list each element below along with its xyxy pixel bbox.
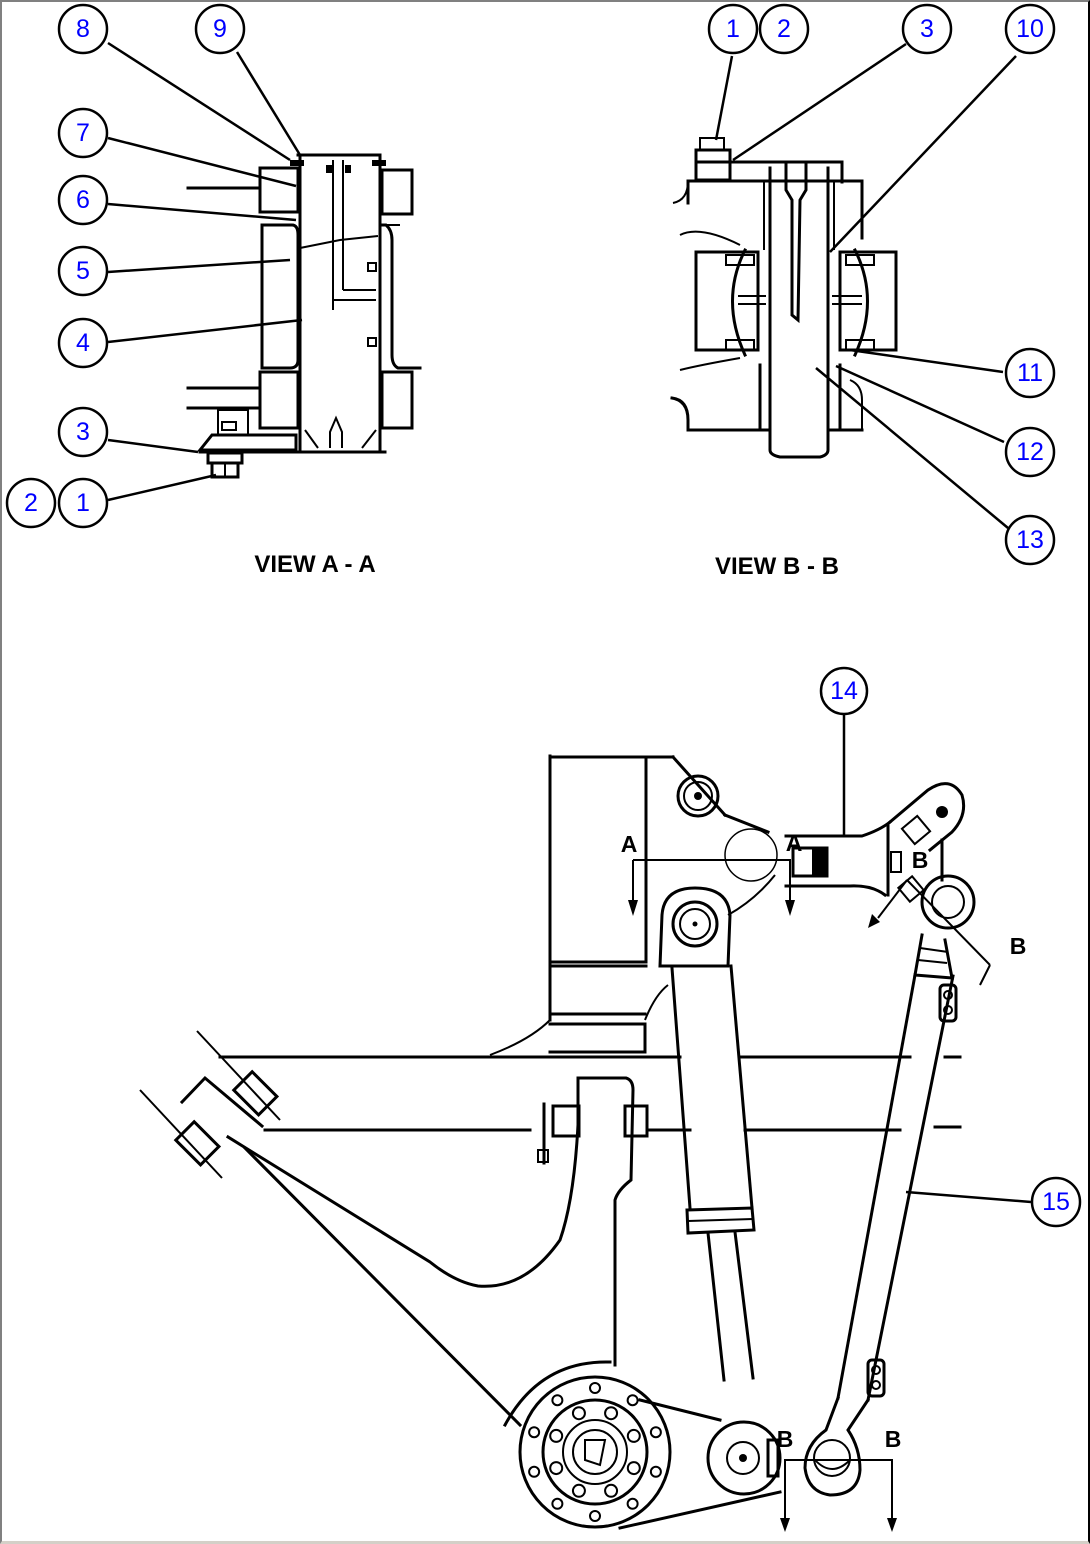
view-a-leaders [107,41,303,502]
callout-m14: 14 [819,666,869,716]
callout-a8: 8 [57,3,109,55]
svg-text:3: 3 [920,15,934,43]
section-b-label-lower-left: B [777,1426,794,1452]
svg-text:8: 8 [76,15,90,43]
svg-text:2: 2 [777,15,791,43]
section-b-label-upper-left: B [912,847,929,873]
strut-lower-eye [803,1396,871,1497]
cylinder-lower-eye [706,1420,782,1496]
hub-bolt [551,1394,564,1407]
view-b-b-section [670,137,898,459]
hub-bolt [626,1497,639,1510]
hub-bolt [549,1461,564,1476]
hub-bolt [589,1510,601,1522]
section-a-label-right: A [786,830,803,856]
hub-bolt [571,1406,586,1421]
section-b-label-lower-right: B [885,1426,902,1452]
hub-bolt [649,1465,662,1478]
svg-text:5: 5 [76,257,90,285]
section-b-label-upper-right: B [1010,933,1027,959]
svg-text:11: 11 [1017,359,1043,387]
callout-b12: 12 [1004,426,1056,478]
svg-text:7: 7 [76,119,90,147]
callout-m15: 15 [1030,1176,1082,1228]
view-b-b-title: VIEW B - B [715,553,839,580]
frame-rail [218,754,962,1132]
hub-bolt [589,1382,601,1394]
callout-a4: 4 [57,317,109,369]
svg-text:14: 14 [830,677,858,705]
hydraulic-cylinder [670,964,756,1382]
upper-pivot-pin [676,774,720,818]
svg-text:10: 10 [1016,15,1044,43]
svg-text:15: 15 [1042,1188,1070,1216]
view-a-a-section [186,153,422,479]
callout-b3: 3 [901,3,953,55]
callout-a3: 3 [57,406,109,458]
svg-text:9: 9 [213,15,227,43]
section-b-lower-marker [780,1459,897,1532]
callout-b1: 1 [707,3,759,55]
svg-text:6: 6 [76,186,90,214]
section-a-label-left: A [621,831,638,857]
trailing-arm [139,1030,523,1428]
callout-a1: 1 [57,477,109,529]
callout-a2: 2 [5,477,57,529]
axle-arm [225,1076,649,1367]
hub-bolt [528,1426,541,1439]
hub-bolt [649,1426,662,1439]
hub-bolt [626,1428,641,1443]
svg-text:4: 4 [76,329,90,357]
hub-bolt [626,1394,639,1407]
wheel-hub [502,1360,782,1530]
callout-b13: 13 [1004,514,1056,566]
callout-a5: 5 [57,245,109,297]
hub-bolt [549,1428,564,1443]
callout-a6: 6 [57,174,109,226]
view-b-leaders [714,42,1017,529]
callout-b2: 2 [758,3,810,55]
link-bar [784,819,902,898]
hub-bolt-ring [528,1382,662,1522]
section-b-upper-marker [868,879,991,988]
hub-bolt [551,1497,564,1510]
callout-a7: 7 [57,107,109,159]
svg-text:1: 1 [76,489,90,517]
view-a-a-title: VIEW A - A [254,551,375,578]
hub-bolt [604,1483,619,1498]
svg-text:3: 3 [76,418,90,446]
svg-text:1: 1 [726,15,740,43]
callout-b11: 11 [1004,347,1056,399]
pin-hole [724,828,778,882]
section-a-marker [628,859,795,916]
callout-b10: 10 [1004,3,1056,55]
callout-a9: 9 [194,3,246,55]
cylinder-upper-mount [658,874,776,968]
svg-text:2: 2 [24,489,38,517]
upper-right-bracket [887,782,976,930]
strut-rod [836,933,958,1402]
hub-bolt [626,1461,641,1476]
svg-text:12: 12 [1016,438,1044,466]
hub-bolt [571,1483,586,1498]
svg-text:13: 13 [1016,526,1044,554]
leader-15-line [905,1190,1032,1204]
hub-bolt [528,1465,541,1478]
hub-bolt [604,1406,619,1421]
